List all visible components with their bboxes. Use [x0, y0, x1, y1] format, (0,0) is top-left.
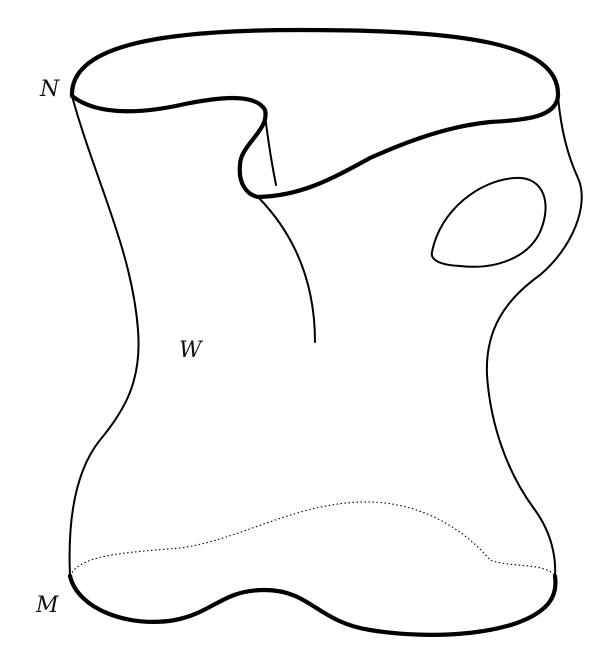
- bottom-boundary-front-edge: [67, 573, 558, 637]
- bottom-boundary-back-edge: [69, 501, 556, 577]
- handle-hole: [430, 176, 547, 268]
- label-M: M: [35, 593, 59, 618]
- top-boundary-back-edge: [69, 27, 561, 99]
- fold-line-long: [257, 196, 316, 343]
- label-N: N: [39, 77, 60, 102]
- label-W: W: [179, 338, 204, 363]
- left-side-silhouette: [68, 95, 140, 577]
- fold-line-short: [264, 114, 277, 186]
- right-side-silhouette: [485, 95, 583, 577]
- top-boundary-front-edge: [69, 93, 561, 200]
